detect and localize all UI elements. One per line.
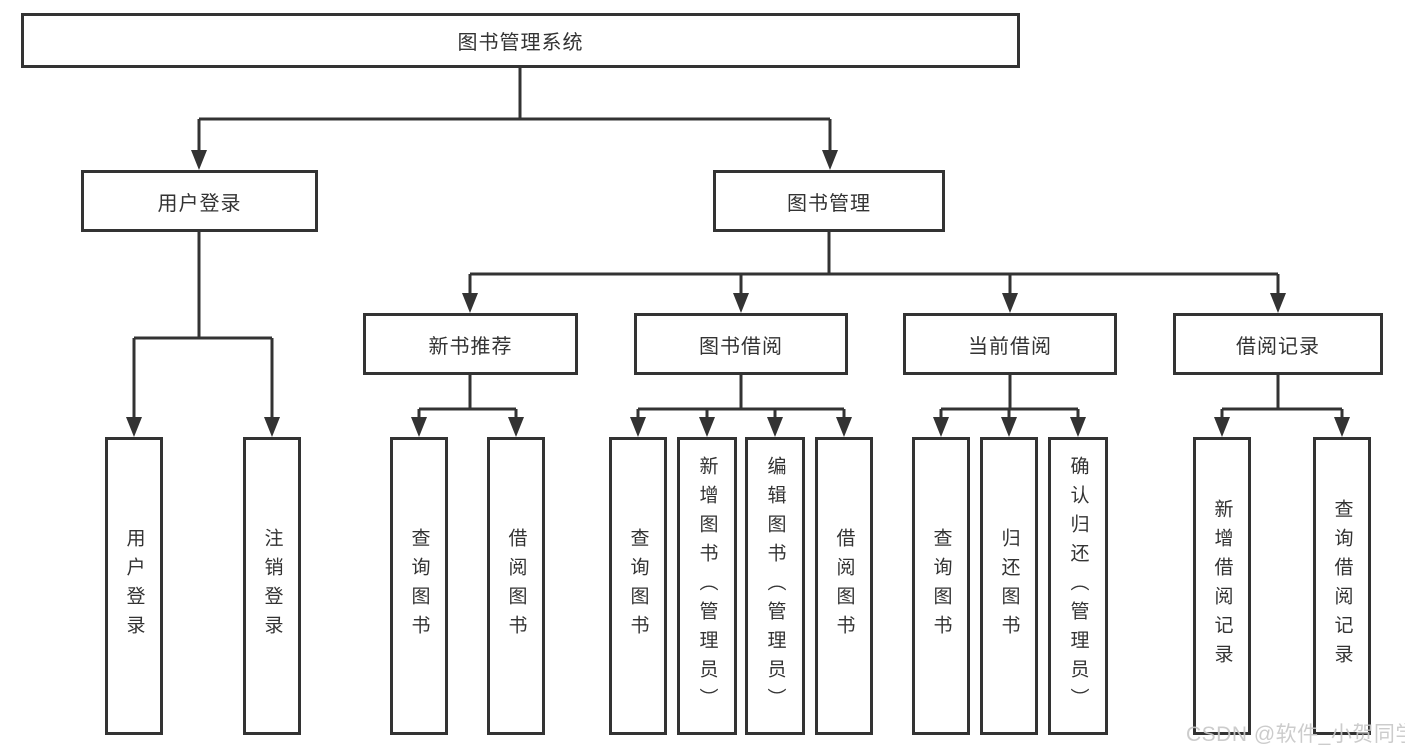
node-current-borrow-label: 当前借阅 <box>968 335 1052 358</box>
node-book-mgmt-label: 图书管理 <box>787 192 871 215</box>
leaf-user-login-label: 用户登录 <box>123 528 145 644</box>
leaf-rec-query-books-label: 查询图书 <box>408 528 430 644</box>
leaf-logout: 注销登录 <box>243 437 301 735</box>
leaf-borrow-books-label: 借阅图书 <box>833 528 855 644</box>
node-current-borrow: 当前借阅 <box>903 313 1117 375</box>
node-root-system: 图书管理系统 <box>21 13 1020 68</box>
node-user-login-label: 用户登录 <box>157 192 242 215</box>
leaf-return-books-label: 归还图书 <box>998 528 1020 644</box>
arrowhead-icon <box>1002 293 1018 313</box>
leaf-query-borrow-record-label: 查询借阅记录 <box>1331 499 1353 673</box>
leaf-edit-books-admin: 编辑图书（管理员） <box>745 437 805 735</box>
leaf-rec-borrow-books: 借阅图书 <box>487 437 545 735</box>
arrowhead-icon <box>462 293 478 313</box>
node-book-mgmt: 图书管理 <box>713 170 945 232</box>
leaf-borrow-books: 借阅图书 <box>815 437 873 735</box>
arrowhead-icon <box>933 417 949 437</box>
node-borrow-records-label: 借阅记录 <box>1236 335 1320 358</box>
arrowhead-icon <box>630 417 646 437</box>
leaf-current-query-books-label: 查询图书 <box>930 528 952 644</box>
leaf-user-login: 用户登录 <box>105 437 163 735</box>
leaf-query-borrow-record: 查询借阅记录 <box>1313 437 1371 735</box>
connector-borrow-records-to-leaves <box>1214 375 1350 437</box>
arrowhead-icon <box>1070 417 1086 437</box>
leaf-borrow-query-books: 查询图书 <box>609 437 667 735</box>
arrowhead-icon <box>767 417 783 437</box>
arrowhead-icon <box>836 417 852 437</box>
arrowhead-icon <box>1001 417 1017 437</box>
node-borrow-records: 借阅记录 <box>1173 313 1383 375</box>
leaf-rec-query-books: 查询图书 <box>390 437 448 735</box>
arrowhead-icon <box>822 150 838 170</box>
connector-new-book-rec-to-leaves <box>411 375 524 437</box>
leaf-confirm-return-admin-label: 确认归还（管理员） <box>1067 455 1089 717</box>
arrowhead-icon <box>699 417 715 437</box>
node-new-book-rec: 新书推荐 <box>363 313 578 375</box>
arrowhead-icon <box>1270 293 1286 313</box>
node-new-book-rec-label: 新书推荐 <box>428 335 513 358</box>
connector-book-mgmt-to-level3 <box>462 232 1286 313</box>
arrowhead-icon <box>1214 417 1230 437</box>
connector-current-borrow-to-leaves <box>933 375 1086 437</box>
leaf-confirm-return-admin: 确认归还（管理员） <box>1048 437 1108 735</box>
leaf-return-books: 归还图书 <box>980 437 1038 735</box>
arrowhead-icon <box>411 417 427 437</box>
leaf-add-borrow-record: 新增借阅记录 <box>1193 437 1251 735</box>
csdn-watermark: CSDN @软件_小贺同学 <box>1186 723 1405 746</box>
leaf-add-books-admin: 新增图书（管理员） <box>677 437 737 735</box>
leaf-add-borrow-record-label: 新增借阅记录 <box>1211 499 1233 673</box>
arrowhead-icon <box>508 417 524 437</box>
node-user-login: 用户登录 <box>81 170 318 232</box>
connector-user-login-to-leaves <box>126 232 280 437</box>
arrowhead-icon <box>264 417 280 437</box>
node-book-borrow: 图书借阅 <box>634 313 848 375</box>
arrowhead-icon <box>733 293 749 313</box>
node-book-borrow-label: 图书借阅 <box>699 335 783 358</box>
arrowhead-icon <box>126 417 142 437</box>
node-root-system-label: 图书管理系统 <box>457 32 584 54</box>
connector-root-to-level2 <box>191 68 838 170</box>
connector-book-borrow-to-leaves <box>630 375 852 437</box>
leaf-logout-label: 注销登录 <box>261 528 283 644</box>
leaf-edit-books-admin-label: 编辑图书（管理员） <box>764 455 786 717</box>
leaf-add-books-admin-label: 新增图书（管理员） <box>696 455 718 717</box>
arrowhead-icon <box>1334 417 1350 437</box>
leaf-rec-borrow-books-label: 借阅图书 <box>505 528 527 644</box>
arrowhead-icon <box>191 150 207 170</box>
leaf-current-query-books: 查询图书 <box>912 437 970 735</box>
leaf-borrow-query-books-label: 查询图书 <box>627 528 649 644</box>
